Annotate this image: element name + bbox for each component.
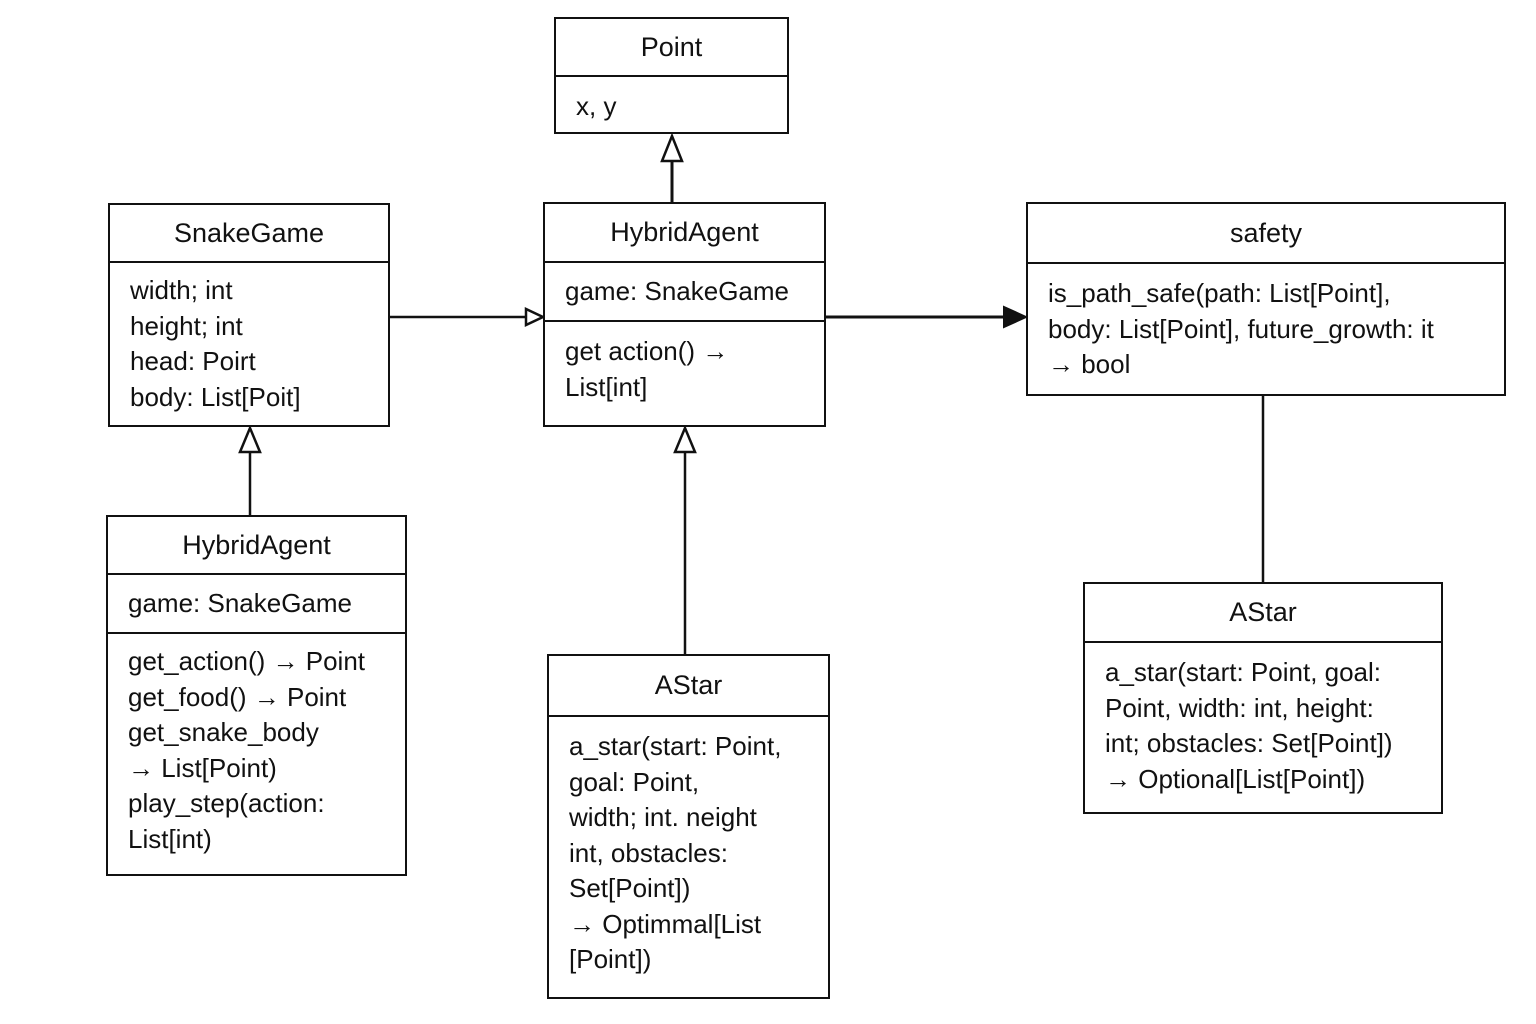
attribute: height; int <box>130 310 243 341</box>
method: play_step(action: <box>128 788 325 818</box>
class-hybridagent-center: HybridAgent game: SnakeGame get action()… <box>543 202 826 427</box>
class-astar-center-methods: a_star(start: Point, goal: Point, width;… <box>549 717 828 978</box>
method: Set[Point]) <box>569 873 691 903</box>
class-point-name: Point <box>556 19 787 77</box>
class-hybridagent-left: HybridAgent game: SnakeGame get_action()… <box>106 515 407 876</box>
class-point-attributes: x, y <box>556 77 787 125</box>
attribute: width; int <box>130 275 233 305</box>
class-hybridagent-center-methods: get action() → List[int] <box>545 322 824 405</box>
method: List[int] <box>565 371 648 402</box>
class-safety: safety is_path_safe(path: List[Point], b… <box>1026 202 1506 396</box>
class-astar-right: AStar a_star(start: Point, goal: Point, … <box>1083 582 1443 814</box>
method: int, obstacles: <box>569 837 728 868</box>
method: get_action() → Point <box>128 646 366 676</box>
method: goal: Point, <box>569 766 700 797</box>
method: body: List[Point], future_growth: it <box>1048 313 1434 344</box>
class-snakegame-attributes: width; int height; int head: Poirt body:… <box>110 263 388 415</box>
class-snakegame: SnakeGame width; int height; int head: P… <box>108 203 390 427</box>
class-point: Point x, y <box>554 17 789 134</box>
class-hybridagent-left-attributes: game: SnakeGame <box>108 575 405 634</box>
method: get action() → <box>565 336 729 366</box>
method: → bool <box>1048 349 1131 379</box>
inheritance-arrowhead-snakegame <box>238 424 262 454</box>
method: [Point]) <box>569 944 652 974</box>
association-arrowhead-safety <box>1003 305 1029 329</box>
attribute: x, y <box>576 91 617 121</box>
method: get_food() → Point <box>128 681 347 712</box>
inheritance-arrowhead-hybridagent-bottom <box>673 424 697 454</box>
attribute: head: Poirt <box>130 346 256 376</box>
method: → List[Point) <box>128 752 277 783</box>
method: List[int) <box>128 823 212 854</box>
method: → Optimmal[List <box>569 908 762 939</box>
method: a_star(start: Point, goal: <box>1105 657 1382 687</box>
class-astar-right-methods: a_star(start: Point, goal: Point, width:… <box>1085 643 1441 797</box>
class-astar-center-name: AStar <box>549 656 828 717</box>
attribute: game: SnakeGame <box>565 276 790 306</box>
class-snakegame-name: SnakeGame <box>110 205 388 263</box>
method: int; obstacles: Set[Point]) <box>1105 728 1393 758</box>
attribute: game: SnakeGame <box>128 588 353 618</box>
class-hybridagent-center-name: HybridAgent <box>545 204 824 263</box>
method: is_path_safe(path: List[Point], <box>1048 278 1391 308</box>
method: width; int. neight <box>569 802 757 832</box>
inheritance-arrowhead-point <box>660 132 684 163</box>
class-hybridagent-left-methods: get_action() → Point get_food() → Point … <box>108 634 405 857</box>
class-hybridagent-center-attributes: game: SnakeGame <box>545 263 824 322</box>
class-safety-methods: is_path_safe(path: List[Point], body: Li… <box>1028 264 1504 383</box>
inheritance-arrowhead-hybridagent <box>524 307 546 327</box>
method: get_snake_body <box>128 717 319 747</box>
class-astar-right-name: AStar <box>1085 584 1441 643</box>
method: Point, width: int, height: <box>1105 692 1374 723</box>
class-hybridagent-left-name: HybridAgent <box>108 517 405 575</box>
class-safety-name: safety <box>1028 204 1504 264</box>
method: → Optional[List[Point]) <box>1105 763 1366 794</box>
attribute: body: List[Poit] <box>130 381 301 412</box>
class-astar-center: AStar a_star(start: Point, goal: Point, … <box>547 654 830 999</box>
method: a_star(start: Point, <box>569 731 782 761</box>
